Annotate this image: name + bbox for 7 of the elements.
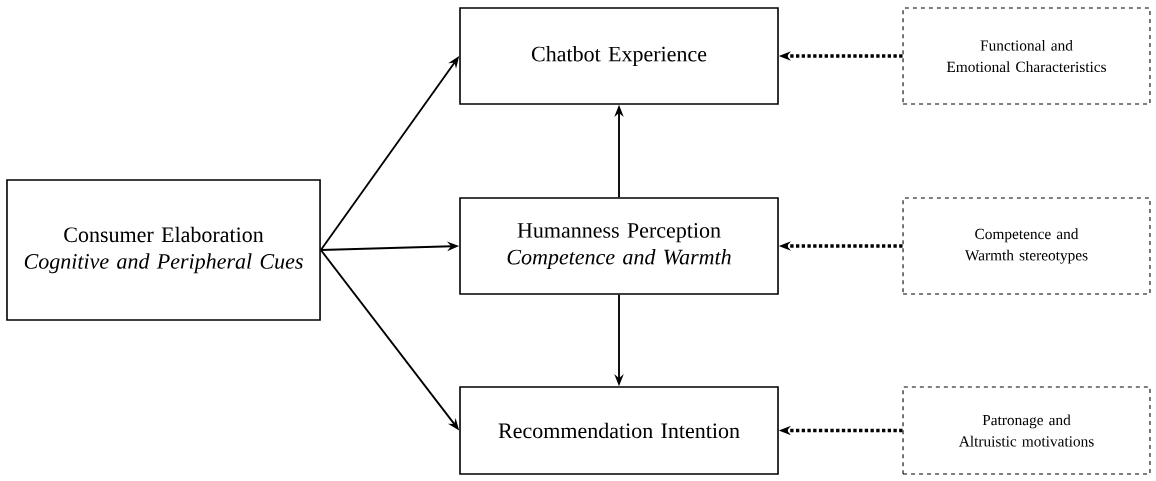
concept-box: Chatbot Experience [459,7,779,105]
factor-box: Patronage and Altruistic motivations [902,386,1151,475]
factor-box: Competence and Warmth stereotypes [902,197,1151,295]
concept-box: Consumer Elaboration Cognitive and Peripheral Cues [6,179,321,321]
factor-box: Functional and Emotional Characteristics [902,7,1151,105]
concept-box: Recommendation Intention [459,386,779,475]
concept-box: Humanness Perception Competence and Warmth [459,197,779,295]
